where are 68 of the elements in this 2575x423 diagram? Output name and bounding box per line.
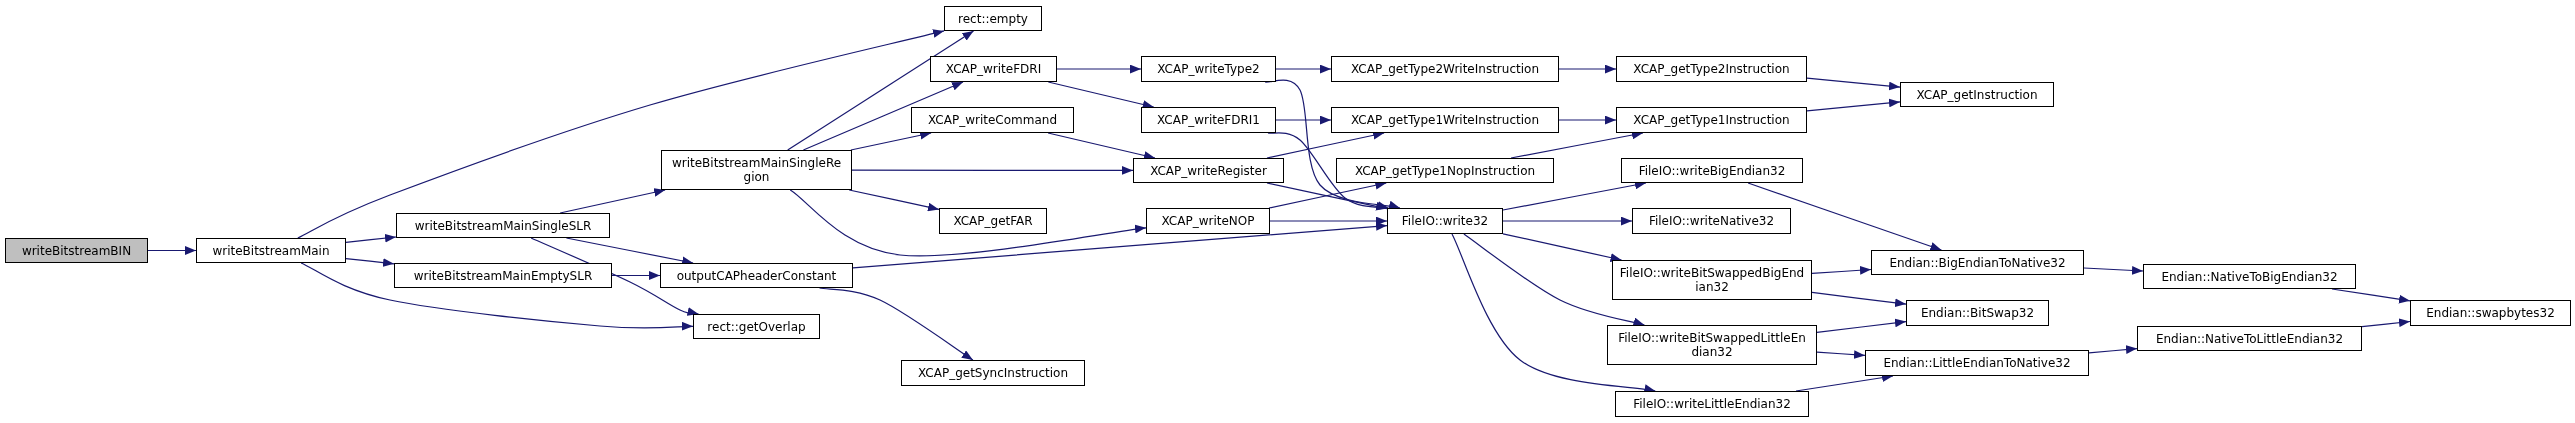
function-box: writeBitstreamMainSingleRegion [661, 150, 852, 190]
call-arrow [802, 81, 964, 151]
call-arrow [345, 258, 395, 267]
function-box: FileIO::write32 [1387, 208, 1503, 234]
call-arrow [1811, 265, 1872, 275]
call-arrow [1816, 350, 1866, 359]
call-arrow [300, 262, 694, 331]
call-arrow [1811, 291, 1907, 308]
call-arrow [1056, 64, 1142, 74]
call-arrow [1558, 64, 1617, 74]
function-box: XCAP_writeNOP [1146, 208, 1270, 234]
function-box: rect::empty [944, 6, 1042, 31]
call-arrow [1269, 216, 1388, 226]
function-box: XCAP_getInstruction [1900, 82, 2054, 107]
call-arrow [1047, 81, 1155, 109]
call-arrow [1816, 318, 1907, 333]
function-box: Endian::BitSwap32 [1906, 300, 2049, 326]
call-arrow [559, 188, 666, 214]
call-arrow [2083, 266, 2144, 275]
function-box: Endian::NativeToLittleEndian32 [2137, 326, 2362, 351]
call-arrow [787, 30, 975, 151]
call-arrow [1806, 98, 1901, 112]
function-box: Endian::swapbytes32 [2410, 300, 2571, 326]
function-box: XCAP_writeType2 [1141, 56, 1276, 82]
call-arrow [1463, 233, 1645, 327]
call-arrow [1047, 132, 1156, 160]
function-box: FileIO::writeBitSwappedBigEndian32 [1612, 260, 1812, 300]
call-arrow [1266, 131, 1385, 159]
function-box: XCAP_getFAR [939, 208, 1047, 234]
function-box: writeBitstreamBIN [5, 238, 148, 263]
function-box: XCAP_writeRegister [1133, 158, 1284, 183]
function-box: FileIO::writeBitSwappedLittleEndian32 [1607, 325, 1817, 365]
function-box: Endian::BigEndianToNative32 [1871, 250, 2084, 275]
function-box: FileIO::writeNative32 [1632, 208, 1791, 234]
call-arrow [1558, 115, 1617, 125]
function-box: XCAP_getType1Instruction [1616, 107, 1807, 133]
call-arrow [1502, 216, 1633, 226]
function-box: writeBitstreamMainEmptySLR [394, 263, 612, 288]
function-box: outputCAPheaderConstant [660, 263, 853, 288]
call-arrow [1275, 115, 1332, 125]
function-box: XCAP_getType1WriteInstruction [1331, 107, 1559, 133]
function-box: XCAP_writeFDRI1 [1141, 107, 1276, 133]
function-box: XCAP_writeCommand [911, 107, 1074, 133]
call-arrow [2088, 345, 2138, 354]
call-arrow [611, 271, 661, 280]
call-arrow [1806, 77, 1901, 91]
call-arrow [1502, 233, 1623, 262]
function-box: Endian::LittleEndianToNative32 [1865, 350, 2089, 376]
function-box: XCAP_writeFDRI [930, 56, 1057, 82]
call-arrow [848, 189, 940, 212]
call-arrow [297, 29, 945, 239]
call-arrow [852, 222, 1388, 269]
call-arrow [2361, 318, 2411, 328]
call-arrow [345, 233, 397, 243]
function-box: XCAP_getType2WriteInstruction [1331, 56, 1559, 82]
function-box: writeBitstreamMain [196, 238, 346, 263]
function-box: XCAP_getSyncInstruction [901, 360, 1085, 386]
function-box: XCAP_getType1NopInstruction [1336, 158, 1554, 183]
call-arrow [789, 189, 1147, 257]
call-arrow [851, 166, 1134, 175]
function-box: rect::getOverlap [693, 314, 820, 339]
function-box: XCAP_getType2Instruction [1616, 56, 1807, 82]
function-box: Endian::NativeToBigEndian32 [2143, 264, 2356, 289]
function-box: writeBitstreamMainSingleSLR [396, 213, 610, 238]
call-arrow [147, 246, 197, 255]
function-box: FileIO::writeBigEndian32 [1621, 158, 1803, 183]
function-box: FileIO::writeLittleEndian32 [1615, 391, 1809, 417]
call-arrow [1275, 64, 1332, 74]
